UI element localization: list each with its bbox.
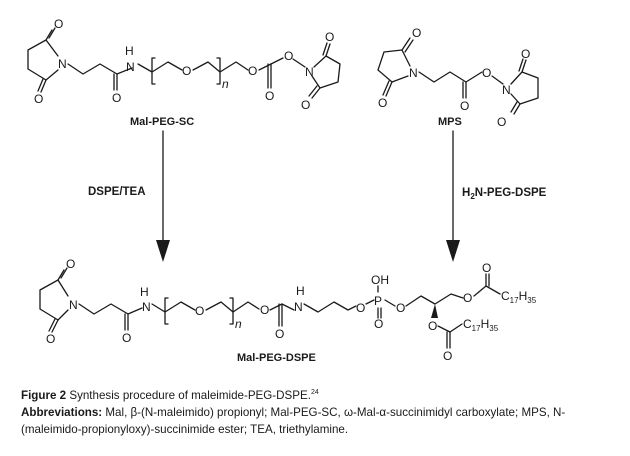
atom-o: O <box>521 47 530 61</box>
chain-c17h35-2: C17H35 <box>463 317 499 333</box>
abbreviations-text: Mal, β-(N-maleimido) propionyl; Mal-PEG-… <box>21 405 566 436</box>
atom-o: O <box>325 30 334 44</box>
glycerol-backbone <box>405 293 464 307</box>
reference-number: 24 <box>310 389 319 396</box>
abbreviations: Abbreviations: Mal, β-(N-maleimido) prop… <box>21 404 617 438</box>
atom-o: O <box>260 303 269 317</box>
reaction-arrow-right <box>446 130 460 262</box>
maleimide-ring-bonds <box>377 49 403 83</box>
maleimide-ring-bonds <box>39 279 59 321</box>
atom-o: O <box>301 98 310 112</box>
reagent-label-right: H2N-PEG-DSPE <box>462 187 547 201</box>
atom-n: N <box>58 57 67 71</box>
atom-o: O <box>66 257 75 271</box>
ethyl-linker <box>303 301 357 313</box>
reagent-label-left: DSPE/TEA <box>88 186 146 198</box>
atom-o: O <box>122 331 131 345</box>
mal-peg-sc-structure: O O N O H N O n O O O N O O Mal-PE <box>27 17 341 128</box>
nhs-ring-bonds <box>311 55 341 89</box>
atom-o: O <box>463 291 472 305</box>
synthesis-scheme: O O N O H N O n O O O N O O Mal-PE <box>27 17 547 364</box>
atom-o: O <box>482 66 491 80</box>
stereo-wedge <box>431 304 438 318</box>
peg-repeat-n: n <box>235 317 242 331</box>
atom-n: N <box>409 66 418 80</box>
atom-n: N <box>142 300 151 314</box>
atom-o: O <box>460 99 469 113</box>
atom-p: P <box>374 294 382 308</box>
atom-h: H <box>125 44 134 58</box>
atom-o: O <box>46 332 55 346</box>
reaction-arrow-left <box>156 130 170 262</box>
atom-oh: OH <box>371 273 389 287</box>
atom-o: O <box>284 49 293 63</box>
atom-o: O <box>356 301 365 315</box>
peg-bracket-right <box>216 57 221 85</box>
compound-name-mal-peg-dspe: Mal-PEG-DSPE <box>237 352 316 364</box>
propionyl-chain <box>418 71 483 83</box>
atom-o: O <box>412 26 421 40</box>
compound-name-mps: MPS <box>438 116 462 128</box>
atom-n: N <box>69 298 78 312</box>
atom-o: O <box>396 301 405 315</box>
atom-h: H <box>296 284 305 298</box>
compound-name-mal-peg-sc: Mal-PEG-SC <box>130 116 194 128</box>
atom-h: H <box>140 285 149 299</box>
figure-caption: Figure 2 Synthesis procedure of maleimid… <box>21 384 617 438</box>
atom-o: O <box>374 317 383 331</box>
atom-o: O <box>443 349 452 363</box>
atom-o: O <box>428 319 437 333</box>
atom-o: O <box>482 261 491 275</box>
abbreviations-label: Abbreviations: <box>21 405 103 419</box>
atom-o: O <box>497 115 506 129</box>
chain-c17h35-1: C17H35 <box>501 289 537 305</box>
atom-o: O <box>54 17 63 31</box>
atom-o: O <box>195 304 204 318</box>
atom-o: O <box>378 96 387 110</box>
atom-n: N <box>502 83 511 97</box>
atom-n: N <box>294 300 303 314</box>
atom-o: O <box>34 92 43 106</box>
maleimide-ring-bonds <box>27 39 47 81</box>
atom-o: O <box>248 64 257 78</box>
mal-peg-dspe-structure: O O N O H N O n O O H N O P OH O <box>39 257 537 364</box>
figure-label: Figure 2 <box>21 388 67 402</box>
atom-n: N <box>305 65 314 79</box>
atom-o: O <box>265 89 274 103</box>
peg-bracket-right <box>229 297 234 325</box>
figure-title-text: Synthesis procedure of maleimide-PEG-DSP… <box>66 388 311 402</box>
propionyl-chain <box>78 303 143 315</box>
peg-bracket-left <box>151 57 156 85</box>
propionyl-chain <box>67 63 133 75</box>
mps-structure: O O N O O N O O MPS <box>377 26 539 129</box>
atom-o: O <box>275 327 284 341</box>
peg-repeat-n: n <box>222 77 229 91</box>
atom-n: N <box>126 60 135 74</box>
atom-o: O <box>112 91 121 105</box>
peg-bracket-left <box>164 297 169 325</box>
atom-o: O <box>182 64 191 78</box>
nhs-ring-bonds <box>510 71 539 105</box>
figure-title: Figure 2 Synthesis procedure of maleimid… <box>21 384 617 404</box>
